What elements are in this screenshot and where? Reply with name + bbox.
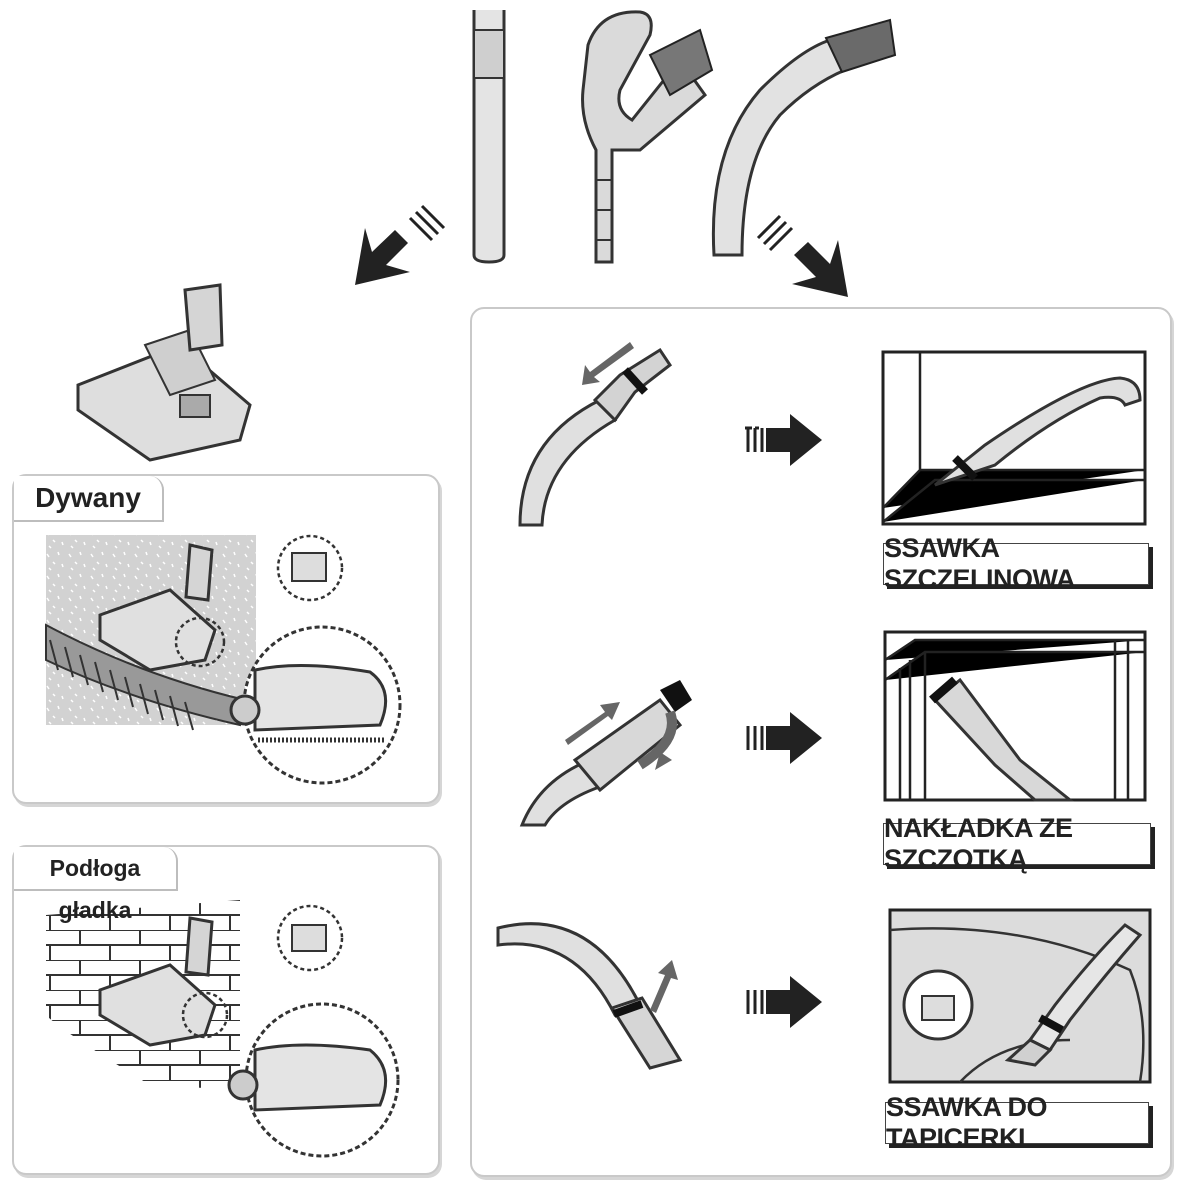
brush-attachment-scene	[883, 630, 1147, 802]
crevice-tool-label: SSAWKA SZCZELINOWA	[883, 533, 1149, 594]
brush-attachment-step	[519, 680, 692, 827]
arrow-to-accessories	[756, 214, 848, 297]
flexible-hose	[711, 18, 897, 257]
carpet-illustration	[45, 534, 402, 785]
smooth-floor-title: Podłoga gładka	[14, 847, 178, 923]
upholstery-tool-step	[496, 922, 683, 1070]
step-arrow-2	[746, 712, 822, 764]
upholstery-tool-label: SSAWKA DO TAPICERKI	[885, 1092, 1149, 1153]
upholstery-tool-scene	[888, 908, 1152, 1084]
carpet-title: Dywany	[14, 476, 164, 522]
hose-handle	[581, 10, 714, 264]
step-arrow-1	[745, 414, 822, 466]
smooth-floor-illustration	[46, 900, 400, 1158]
arrow-to-floor-nozzle	[355, 204, 446, 285]
extension-tube	[472, 10, 506, 264]
crevice-tool-step	[518, 342, 673, 527]
brush-attachment-label: NAKŁADKA ZE SZCZOTKĄ	[883, 813, 1151, 874]
crevice-tool-scene	[881, 350, 1147, 526]
step-arrow-3	[746, 976, 822, 1028]
floor-nozzle	[76, 283, 252, 462]
